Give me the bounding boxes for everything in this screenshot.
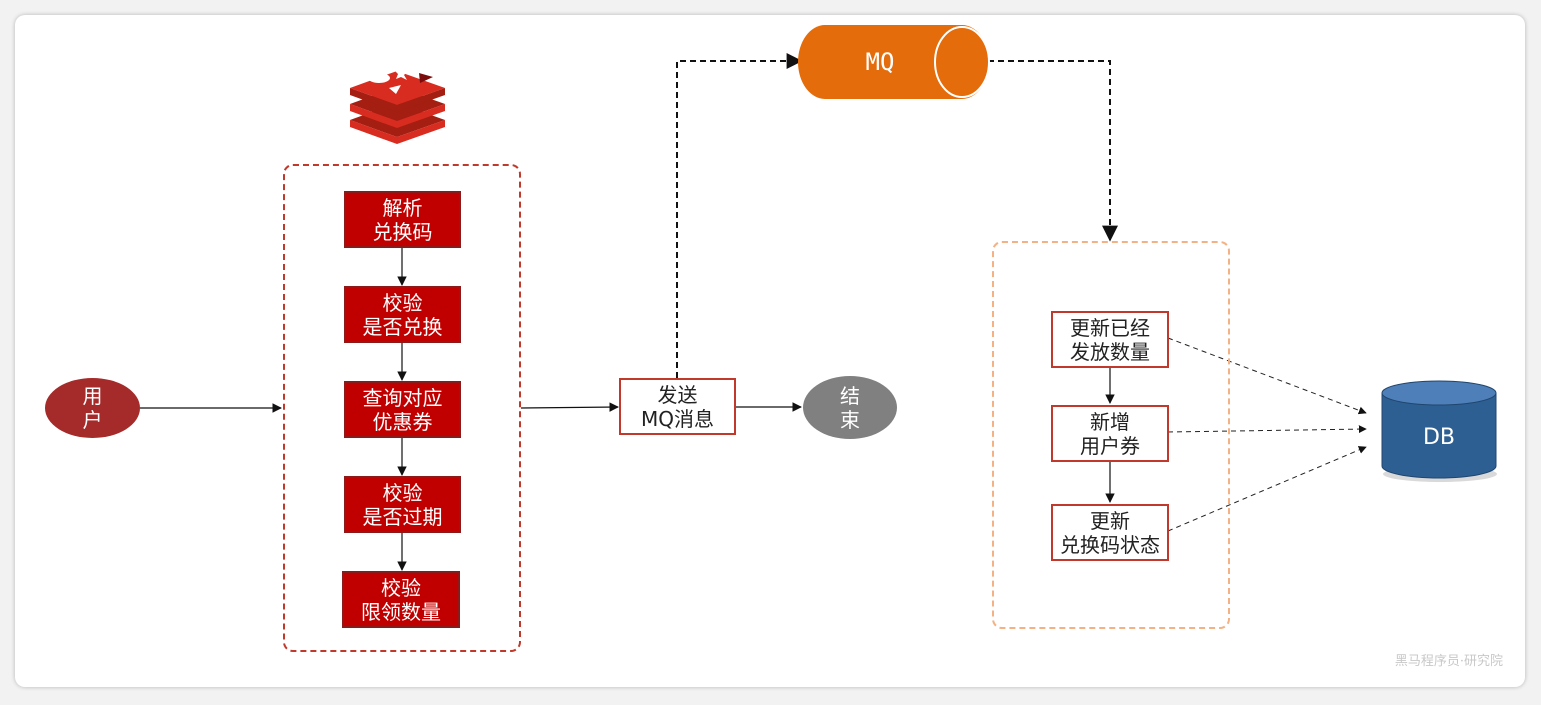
redis-logo-icon	[350, 67, 445, 144]
step-parse-code: 解析 兑换码	[344, 191, 461, 248]
redis-process-group	[283, 164, 521, 652]
diagram-canvas: 用 户 解析 兑换码 校验 是否兑换 查询对应 优惠券 校验 是否过期 校验 限…	[15, 15, 1525, 687]
db-cylinder-icon	[1381, 380, 1497, 482]
step-add-user-coupon: 新增 用户券	[1051, 405, 1169, 462]
step-update-code-status: 更新 兑换码状态	[1051, 504, 1169, 561]
watermark-text: 黑马程序员·研究院	[1394, 654, 1503, 669]
mq-to-consumer-arrow	[988, 60, 1118, 242]
step-check-redeemed: 校验 是否兑换	[344, 286, 461, 343]
step-check-limit: 校验 限领数量	[342, 571, 460, 628]
redis-to-send-arrow	[520, 402, 619, 412]
consumer2-to-db-arrow	[1167, 425, 1367, 434]
step-query-coupon: 查询对应 优惠券	[344, 381, 461, 438]
send-mq-message-node: 发送 MQ消息	[619, 378, 736, 435]
user-node: 用 户	[45, 378, 140, 438]
end-node: 结 束	[803, 376, 897, 439]
send-to-mq-arrow	[676, 53, 803, 378]
step-check-expired: 校验 是否过期	[344, 476, 461, 533]
consumer-process-group	[992, 241, 1230, 629]
connectors-layer	[140, 25, 1497, 571]
step-update-issued-count: 更新已经 发放数量	[1051, 311, 1169, 368]
mq-label: MQ	[865, 48, 895, 76]
mq-cylinder-icon	[798, 25, 990, 99]
db-label: DB	[1422, 425, 1456, 450]
